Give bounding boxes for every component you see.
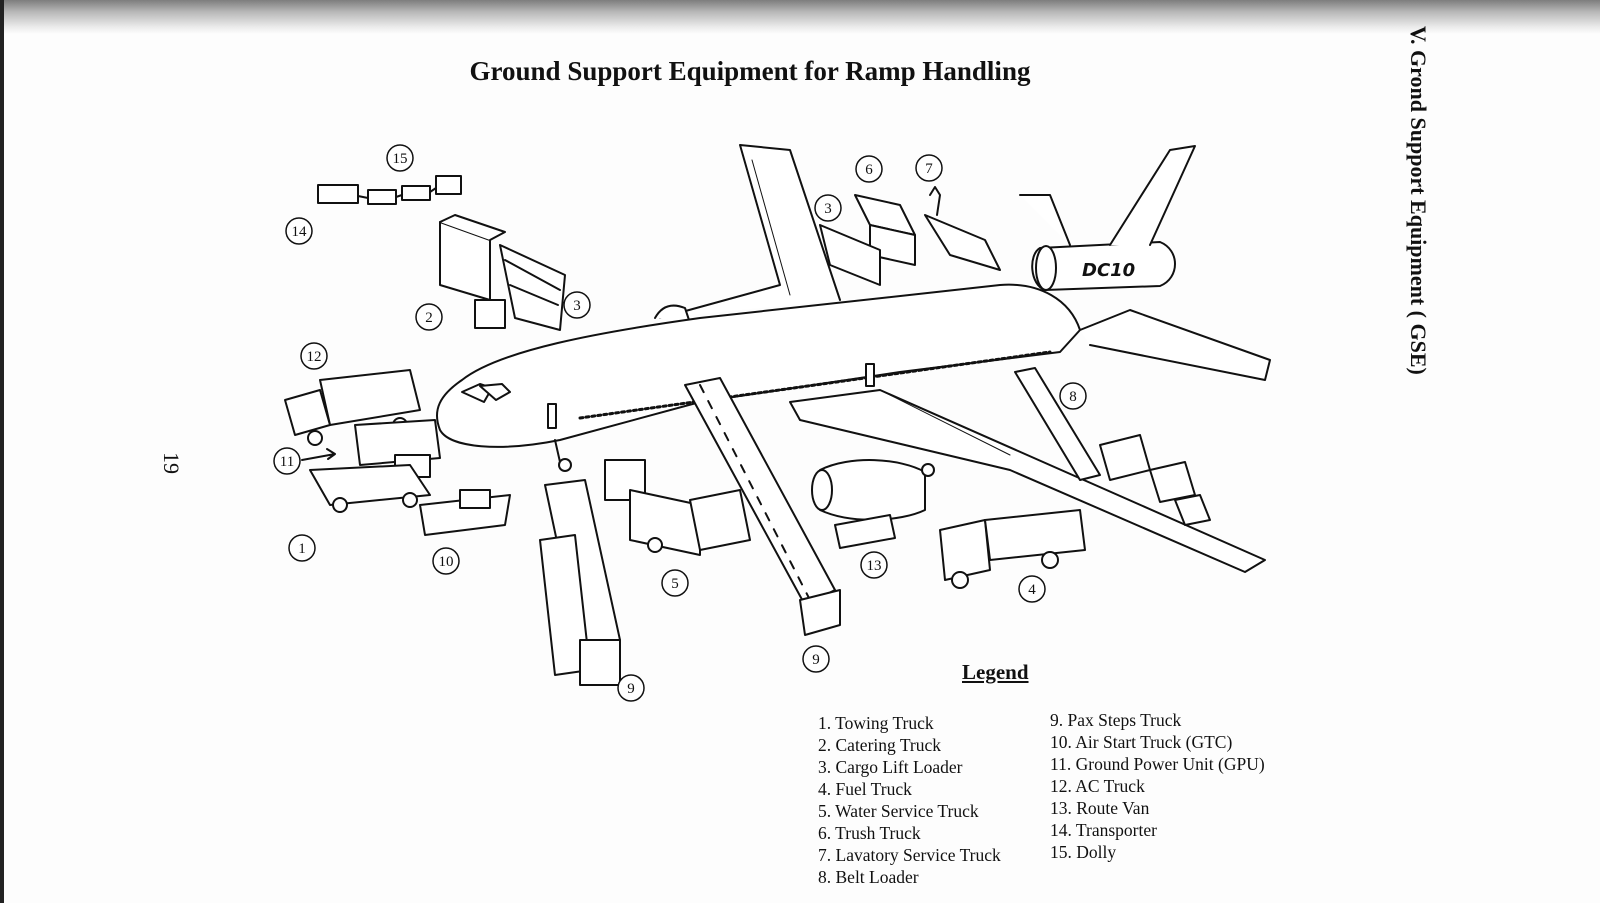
cargo-loader-vehicle — [499, 244, 566, 331]
legend-item: 14. Transporter — [1050, 820, 1157, 840]
callout-circle — [915, 154, 943, 182]
ac-truck-vehicle — [284, 369, 421, 446]
callout-number: 3 — [573, 298, 581, 314]
callout-circle — [1018, 575, 1046, 603]
dolly-vehicle — [317, 175, 462, 205]
callout-circle — [802, 645, 830, 673]
pax-steps-center-vehicle — [684, 377, 841, 636]
callout-number: 8 — [1069, 389, 1077, 405]
legend-item: 11. Ground Power Unit (GPU) — [1050, 754, 1265, 774]
callout-circle — [860, 551, 888, 579]
water-service-truck-vehicle — [604, 459, 701, 556]
catering-truck-vehicle — [439, 214, 506, 329]
callout-circle — [814, 194, 842, 222]
belt-loader-vehicle — [1014, 367, 1211, 526]
legend-item: 13. Route Van — [1050, 798, 1150, 818]
callout-circle — [288, 534, 316, 562]
callout-circle — [855, 155, 883, 183]
legend-item: 2. Catering Truck — [818, 735, 941, 755]
aircraft-fuselage — [436, 283, 1081, 448]
callout-number: 3 — [824, 201, 832, 217]
callout-arrow — [301, 448, 336, 461]
callout-circle — [386, 144, 414, 172]
legend-item: 15. Dolly — [1050, 842, 1117, 862]
callout-number: 6 — [865, 162, 873, 178]
aircraft-marking: DC10 — [1082, 260, 1135, 281]
callout-number: 2 — [425, 310, 433, 326]
callout-number: 10 — [439, 554, 454, 570]
callout-number: 15 — [393, 151, 408, 167]
diagram-title: Ground Support Equipment for Ramp Handli… — [469, 56, 1031, 86]
legend-item: 8. Belt Loader — [818, 867, 919, 887]
callout-number: 9 — [812, 652, 820, 668]
legend-item: 5. Water Service Truck — [818, 801, 979, 821]
callout-number: 1 — [298, 541, 306, 557]
cargo-loader-top-vehicle — [819, 224, 881, 286]
legend-item: 4. Fuel Truck — [818, 779, 912, 799]
scan-shadow — [0, 0, 1600, 34]
aircraft-tail-engine — [1031, 241, 1176, 291]
aircraft-illustration: DC10 — [436, 144, 1271, 573]
callout-circle — [1059, 382, 1087, 410]
callout-number: 13 — [867, 558, 882, 574]
callout-circle — [617, 674, 645, 702]
callout-circle — [285, 217, 313, 245]
legend-item: 9. Pax Steps Truck — [1050, 710, 1182, 730]
fuel-truck-vehicle — [939, 509, 1086, 589]
callout-circle — [300, 342, 328, 370]
callout-circle — [563, 291, 591, 319]
callout-circle — [273, 447, 301, 475]
air-start-truck-vehicle — [419, 489, 511, 536]
callout-number: 9 — [627, 681, 635, 697]
legend-left-column: 1. Towing Truck 2. Catering Truck 3. Car… — [818, 712, 1001, 888]
legend-title: Legend — [962, 660, 1029, 684]
towing-truck-vehicle — [309, 464, 431, 513]
legend-item: 7. Lavatory Service Truck — [818, 845, 1001, 865]
callout-number: 7 — [925, 161, 933, 177]
equipment-illustrations — [284, 175, 1211, 686]
legend-item: 6. Trush Truck — [818, 823, 921, 843]
aircraft-wing-engine — [819, 459, 926, 521]
legend-item: 12. AC Truck — [1050, 776, 1145, 796]
callout-number: 14 — [292, 224, 308, 240]
callout-circle — [432, 547, 460, 575]
callout-number: 12 — [307, 349, 322, 365]
aircraft-vertical-tail — [1109, 145, 1196, 246]
pax-steps-left-vehicle — [539, 479, 621, 686]
legend-item: 3. Cargo Lift Loader — [818, 757, 963, 777]
callout-number: 11 — [280, 454, 294, 470]
callout-number: 4 — [1028, 582, 1036, 598]
legend-item: 1. Towing Truck — [818, 713, 934, 733]
lavatory-truck-vehicle — [924, 186, 1001, 271]
callout-circle — [661, 569, 689, 597]
callout-circle — [415, 303, 443, 331]
page-edge — [0, 0, 4, 903]
legend-right-column: 9. Pax Steps Truck 10. Air Start Truck (… — [1050, 709, 1265, 863]
callout-number: 5 — [671, 576, 679, 592]
aircraft-left-wing — [659, 144, 841, 319]
legend-item: 10. Air Start Truck (GTC) — [1050, 732, 1233, 752]
route-van-vehicle — [834, 514, 896, 549]
